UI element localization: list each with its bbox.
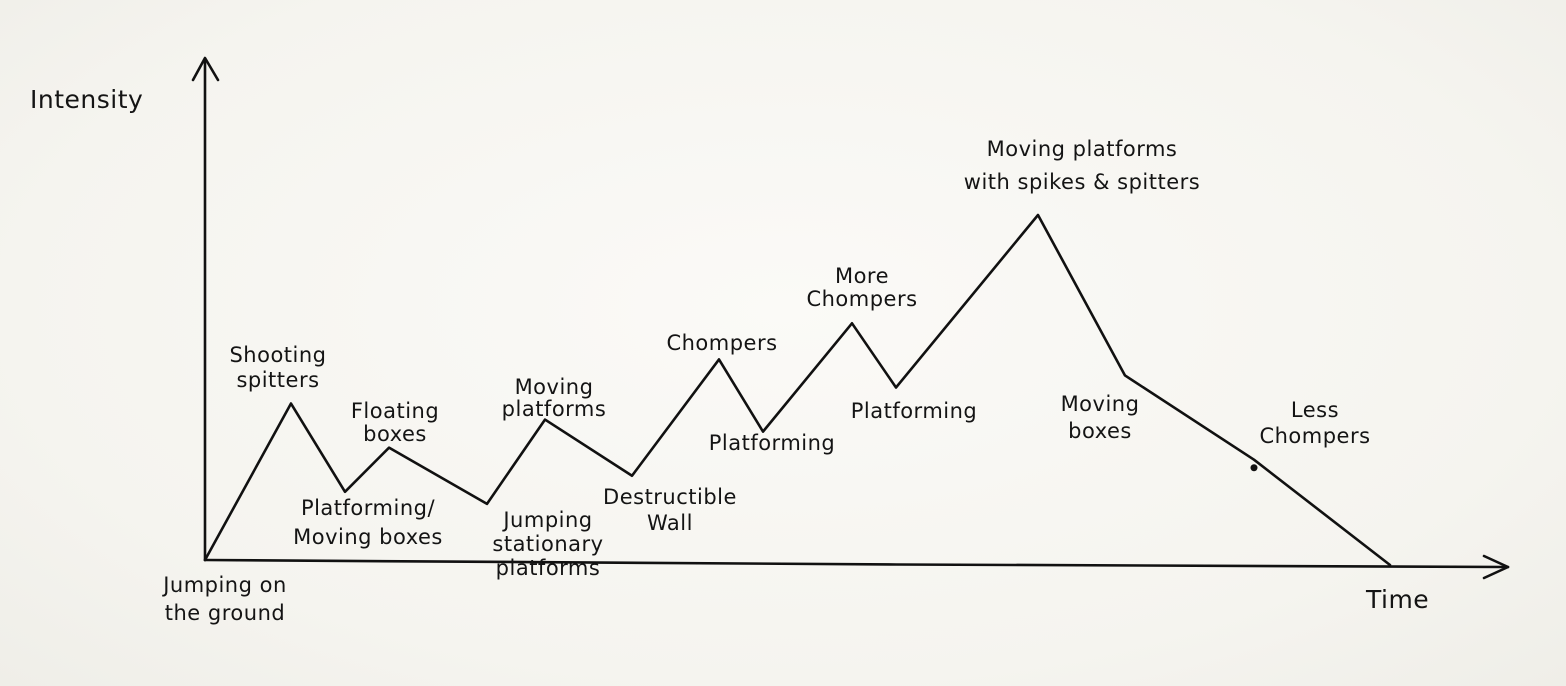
x-axis [203, 558, 1510, 569]
x-axis-arrowhead [1482, 554, 1510, 580]
y-axis-label: Intensity [30, 85, 143, 114]
y-axis-arrowhead [191, 56, 220, 82]
x-axis-label: Time [1365, 585, 1429, 614]
y-axis [203, 58, 207, 562]
event-label: Platforming [709, 431, 836, 455]
event-label: Platforming [851, 399, 978, 423]
intensity-curve [203, 213, 1392, 567]
event-label: Chompers [666, 331, 777, 355]
event-label: Platforming/Moving boxes [293, 496, 443, 549]
curve-marker-dot [1250, 464, 1258, 472]
